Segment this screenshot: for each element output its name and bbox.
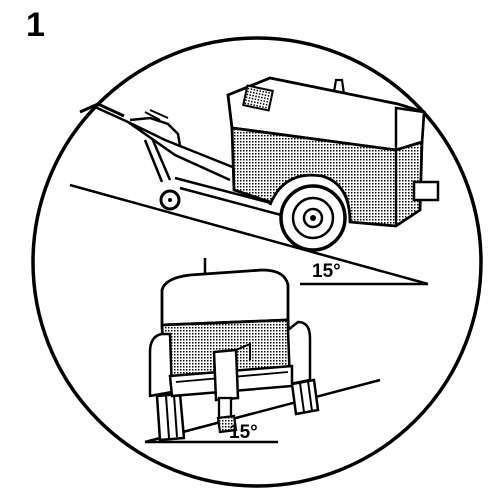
frame-circle — [31, 36, 483, 488]
tow-handle — [79, 102, 125, 118]
rear-bumper — [412, 180, 440, 202]
main-wheel-center — [310, 215, 316, 221]
jockey-hub — [168, 198, 172, 202]
angle-label-rear: 15° — [229, 422, 258, 443]
right-mudguard — [286, 320, 312, 386]
rear-canopy — [160, 268, 290, 327]
jockey-wheel-rear — [216, 414, 238, 434]
handle-detail — [144, 109, 169, 121]
right-tyre-tread-1 — [299, 382, 305, 413]
right-tyre — [290, 378, 320, 416]
side-view-compressor: 15° — [69, 76, 440, 286]
vent-grille — [242, 84, 274, 112]
figure-number: 1 — [26, 6, 45, 44]
rear-view-compressor: 15° — [144, 258, 381, 444]
handle-brace — [129, 116, 182, 147]
left-tyre-tread-1 — [165, 395, 170, 439]
left-mudguard — [148, 332, 174, 398]
jockey-leg — [143, 137, 172, 183]
jockey-post — [217, 396, 233, 420]
drawbar-handle-rear — [235, 342, 251, 360]
left-tyre — [155, 392, 186, 442]
left-tyre-tread-2 — [173, 394, 178, 438]
angle-label-side: 15° — [312, 261, 341, 282]
lifting-eye — [332, 78, 346, 95]
slope-line-side — [69, 183, 429, 286]
right-tyre-tread-2 — [307, 380, 313, 412]
rear-drawbar — [212, 348, 240, 402]
